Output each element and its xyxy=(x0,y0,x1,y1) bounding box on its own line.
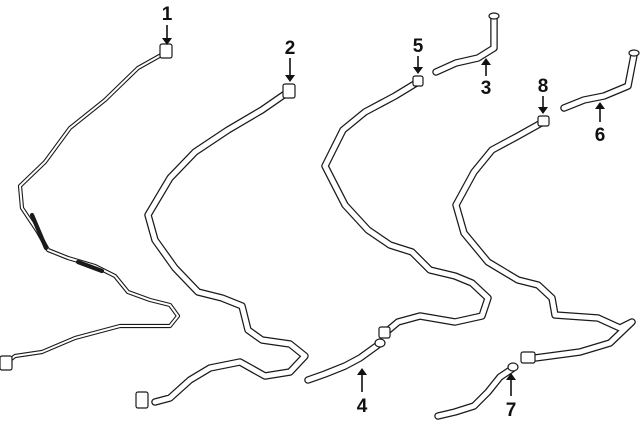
part-4-hose xyxy=(304,338,386,384)
callout-3-arrow-icon xyxy=(481,58,491,65)
callout-1-label: 1 xyxy=(162,4,173,25)
callout-2-label: 2 xyxy=(285,38,296,59)
callout-6-arrow-icon xyxy=(595,102,605,109)
callout-1: 1 xyxy=(162,4,173,45)
callout-8: 8 xyxy=(538,76,549,114)
part-2-hose xyxy=(135,83,309,409)
part-6-hose xyxy=(560,49,640,112)
callout-6-label: 6 xyxy=(595,125,606,146)
part-3-hose xyxy=(432,12,500,76)
callout-5: 5 xyxy=(413,36,424,74)
callout-7-arrow-icon xyxy=(506,373,516,380)
callout-3-label: 3 xyxy=(481,78,492,99)
callout-4-arrow-icon xyxy=(357,368,367,375)
callout-5-arrow-icon xyxy=(413,67,423,74)
callout-7: 7 xyxy=(506,373,517,421)
callout-3: 3 xyxy=(481,58,492,99)
part-5-hose xyxy=(321,75,492,339)
callout-8-arrow-icon xyxy=(538,107,548,114)
callout-1-arrow-icon xyxy=(162,38,172,45)
part-7-hose xyxy=(434,362,519,420)
callout-2-arrow-icon xyxy=(285,75,295,82)
callout-7-label: 7 xyxy=(506,400,517,421)
callout-5-label: 5 xyxy=(413,36,424,57)
callout-4: 4 xyxy=(357,368,368,417)
callout-4-label: 4 xyxy=(357,396,368,417)
callout-8-label: 8 xyxy=(538,76,549,97)
part-1-tube xyxy=(0,43,181,371)
callout-2: 2 xyxy=(285,38,296,82)
callout-6: 6 xyxy=(595,102,606,146)
part-8-hose xyxy=(452,115,636,364)
